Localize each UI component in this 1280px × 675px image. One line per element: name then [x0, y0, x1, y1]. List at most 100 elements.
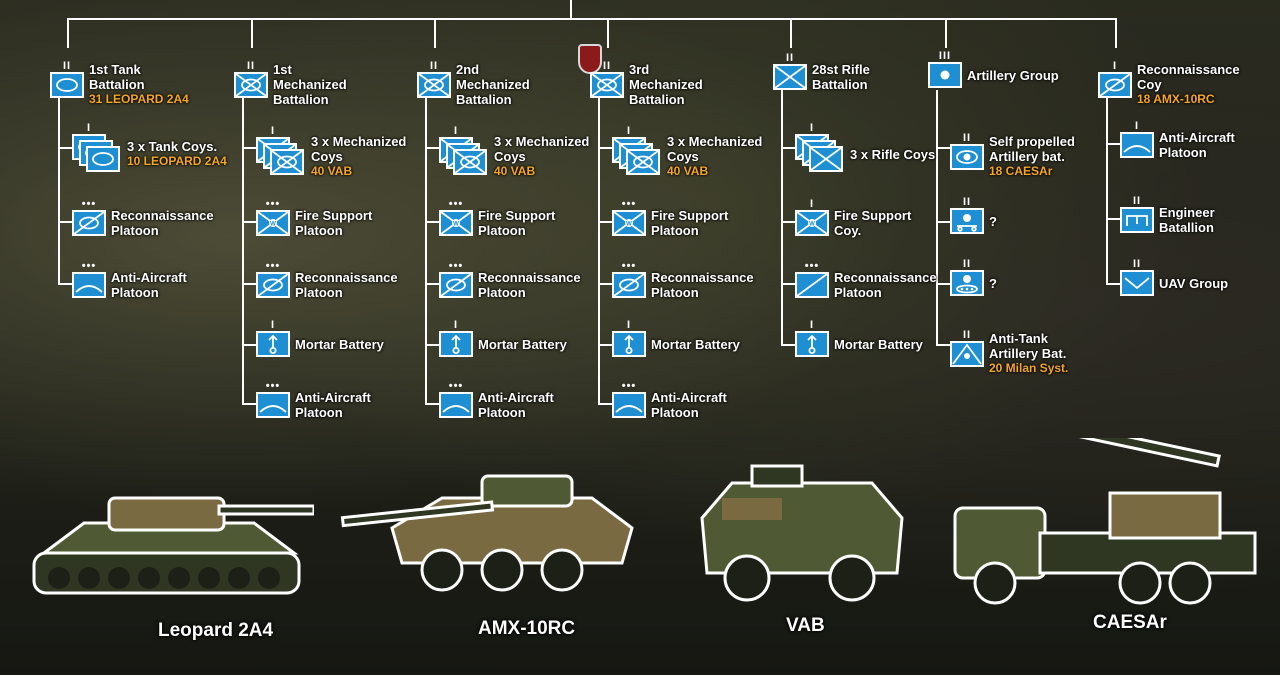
unit-name: 3 x Mechanized Coys [667, 134, 763, 164]
sub-unit-node: •••Anti-Aircraft Platoon [612, 381, 746, 420]
connector-line [598, 283, 612, 285]
connector-line [425, 221, 439, 223]
connector-line [67, 18, 1117, 20]
unit-name: Anti-Aircraft Platoon [1159, 130, 1235, 160]
unit-label: Fire Support Coy. [834, 208, 929, 238]
unit-name: Anti-Aircraft Platoon [651, 390, 727, 420]
unit-label: Anti-Aircraft Platoon [295, 390, 390, 420]
connector-line [67, 18, 69, 48]
aa-unit-symbol-icon [1120, 132, 1154, 158]
echelon-marker: II [962, 258, 972, 270]
unit-label: UAV Group [1159, 276, 1254, 291]
connector-line [242, 221, 256, 223]
echelon-marker: ••• [81, 260, 97, 272]
unit-name: Mortar Battery [834, 336, 923, 352]
equipment-count: 31 LEOPARD 2A4 [89, 92, 189, 106]
equipment-count: 18 CAESAr [989, 164, 1053, 178]
sub-unit-node: •••Reconnaissance Platoon [439, 261, 581, 300]
sub-unit-node: I 3 x Rifle Coys [795, 123, 950, 174]
connector-line [790, 18, 792, 48]
echelon-marker: ••• [448, 198, 464, 210]
stacked-symbols [439, 136, 489, 177]
connector-line [936, 221, 950, 223]
unit-label: 28st Rifle Battalion [812, 62, 907, 92]
connector-line [1106, 143, 1120, 145]
connector-line [251, 18, 253, 48]
mech-unit-symbol-icon [234, 71, 268, 98]
unit-label: Anti-Aircraft Platoon [478, 390, 573, 420]
unit-name: Self propelled Artillery bat. [989, 134, 1075, 164]
howitzer-vehicle-image [940, 438, 1270, 608]
art_track-unit-symbol-icon [950, 270, 984, 296]
connector-line [945, 18, 947, 48]
aa-unit-symbol-icon [612, 392, 646, 418]
connector-line [58, 147, 72, 149]
unit-name: 3 x Rifle Coys [850, 146, 936, 162]
connector-line [570, 0, 572, 18]
sub-unit-node: •••Reconnaissance Platoon [795, 261, 937, 300]
connector-line [607, 18, 609, 48]
unit-name: 3rd Mechanized Battalion [629, 62, 703, 107]
mech-unit-symbol-icon [590, 71, 624, 98]
echelon-marker: I [626, 319, 632, 331]
unit-name: Anti-Aircraft Platoon [478, 390, 554, 420]
svg-text:W: W [809, 222, 815, 228]
tank-vehicle-image [24, 478, 314, 613]
echelon-marker: ••• [804, 260, 820, 272]
mech-unit-symbol-icon [270, 148, 304, 175]
unit-label: Mortar Battery [295, 337, 390, 352]
unit-label: 1st Mechanized Battalion [273, 62, 368, 107]
connector-line [781, 283, 795, 285]
unit-name: Reconnaissance Platoon [295, 270, 398, 300]
connector-line [598, 90, 600, 403]
mortar-unit-symbol-icon [795, 331, 829, 357]
recon-unit-symbol-icon [1098, 71, 1132, 98]
echelon-marker: ••• [448, 380, 464, 392]
unit-label: Engineer Batallion [1159, 205, 1254, 235]
svg-text:W: W [626, 222, 632, 228]
sub-unit-node: ••• Anti-Aircraft Platoon [439, 381, 573, 420]
unit-label: Mortar Battery [478, 337, 573, 352]
stacked-symbols [795, 134, 845, 174]
unit-name: Reconnaissance Platoon [651, 270, 754, 300]
echelon-marker: II [602, 59, 612, 72]
sub-unit-node: •••Reconnaissance Platoon [256, 261, 398, 300]
unit-label: Anti-Aircraft Platoon [111, 270, 206, 300]
unit-name: UAV Group [1159, 275, 1229, 291]
at-unit-symbol-icon [950, 340, 984, 367]
sub-unit-node: ••• W Fire Support Platoon [439, 199, 573, 238]
echelon-marker: I [86, 122, 92, 134]
unit-label: ? [989, 214, 1084, 229]
unit-name: ? [989, 275, 997, 291]
echelon-marker: ••• [621, 260, 637, 272]
mech-unit-symbol-icon [453, 148, 487, 175]
svg-text:W: W [453, 222, 459, 228]
vehicle-name: VAB [786, 615, 825, 636]
echelon-marker: I [626, 124, 632, 137]
unit-label: Fire Support Platoon [478, 208, 573, 238]
sub-unit-node: II? [950, 197, 1084, 234]
sub-unit-node: II? [950, 259, 1084, 296]
connector-line [781, 344, 795, 346]
connector-line [936, 344, 950, 346]
equipment-count: 10 LEOPARD 2A4 [127, 154, 227, 168]
connector-line [58, 90, 60, 283]
unit-name: Fire Support Coy. [834, 208, 912, 238]
connector-line [781, 221, 795, 223]
unit-name: 2nd Mechanized Battalion [456, 62, 530, 107]
infantry-unit-symbol-icon [773, 64, 807, 90]
connector-line [1106, 90, 1108, 283]
echelon-marker: I [809, 122, 815, 134]
connector-line [781, 147, 795, 149]
echelon-marker: I [270, 124, 276, 137]
connector-line [1106, 283, 1120, 285]
